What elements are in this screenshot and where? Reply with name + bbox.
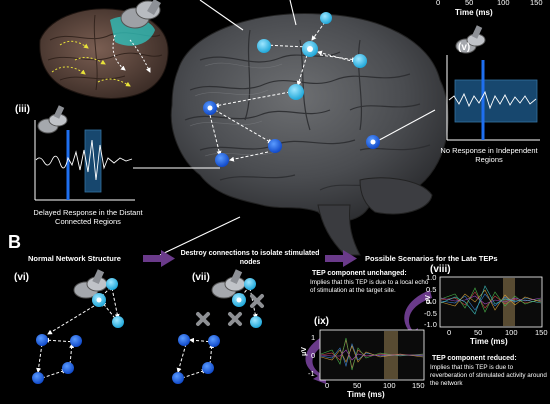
viii-ylabel: μV xyxy=(424,295,432,304)
panel-b-label: B xyxy=(8,232,21,252)
top-axis-label: Time (ms) xyxy=(455,8,493,17)
flow-arrows xyxy=(143,250,357,267)
viii-xtick: 0 xyxy=(447,328,452,337)
label-iii: (iii) xyxy=(15,104,30,115)
viii-xtick: 50 xyxy=(474,328,483,337)
viii-ytick: -1.0 xyxy=(424,320,437,329)
viii-ytick: 0.5 xyxy=(426,285,437,294)
label-v: (v) xyxy=(458,42,471,53)
scenario-reduced-title: TEP component reduced: xyxy=(432,355,517,362)
viii-ytick: 1.0 xyxy=(426,273,437,282)
label-vii: (vii) xyxy=(192,272,210,283)
ix-ylabel: μV xyxy=(300,347,308,356)
label-viii: (viii) xyxy=(430,264,451,275)
callout-lines xyxy=(133,0,436,256)
cut-connection-markers xyxy=(196,294,264,326)
tms-coil-icon xyxy=(120,0,161,29)
tms-coil-icon xyxy=(455,25,486,54)
ix-ytick: 0 xyxy=(311,351,316,360)
top-axis-tick: 100 xyxy=(497,0,510,7)
main-network-nodes xyxy=(203,12,380,167)
viii-ytick: 0.0 xyxy=(426,297,437,306)
label-vi: (vi) xyxy=(14,272,29,283)
ix-ytick: 1 xyxy=(311,333,316,342)
scenario-arrows xyxy=(305,290,432,384)
scenario-reduced-text: Implies that this TEP is due to reverber… xyxy=(430,364,547,387)
ix-xtick: 0 xyxy=(325,381,330,390)
top-axis-tick: 150 xyxy=(530,0,543,7)
viii-xtick: 100 xyxy=(505,328,518,337)
ix-xlabel: Time (ms) xyxy=(347,390,385,399)
panel-iii-plot xyxy=(34,105,135,201)
network-vi xyxy=(32,269,124,384)
ix-ytick: -1 xyxy=(308,369,315,378)
flow-step-2: Destroy connections to isolate stimulate… xyxy=(180,250,320,266)
flow-step-3: Possible Scenarios for the Late TEPs xyxy=(365,254,498,263)
tms-coil-icon xyxy=(211,269,246,299)
flow-step-1: Normal Network Structure xyxy=(28,254,121,263)
viii-xtick: 150 xyxy=(535,328,548,337)
scenario-unchanged-text: Implies that this TEP is due to a local … xyxy=(310,279,429,294)
ix-xtick: 50 xyxy=(353,381,362,390)
caption-no-response: No Response in Independent Regions xyxy=(440,146,538,165)
network-vii xyxy=(172,269,264,384)
viii-ytick: -0.5 xyxy=(424,309,437,318)
tms-coil-icon xyxy=(37,105,68,134)
ix-xtick: 150 xyxy=(412,381,425,390)
main-brain xyxy=(170,13,449,256)
tms-coil-icon xyxy=(73,269,108,299)
panel-v-plot xyxy=(446,25,540,141)
plot-ix xyxy=(319,329,425,381)
ix-xtick: 100 xyxy=(383,381,396,390)
label-ix: (ix) xyxy=(314,316,329,327)
top-axis-tick: 0 xyxy=(436,0,441,7)
caption-delayed-response: Delayed Response in the Distant Connecte… xyxy=(33,208,143,227)
plot-viii xyxy=(439,276,543,328)
top-axis-tick: 50 xyxy=(465,0,474,7)
viii-xlabel: Time (ms) xyxy=(470,337,508,346)
scenario-unchanged-title: TEP component unchanged: xyxy=(312,270,407,277)
inset-brain xyxy=(39,8,169,99)
main-network-edges xyxy=(209,21,357,162)
